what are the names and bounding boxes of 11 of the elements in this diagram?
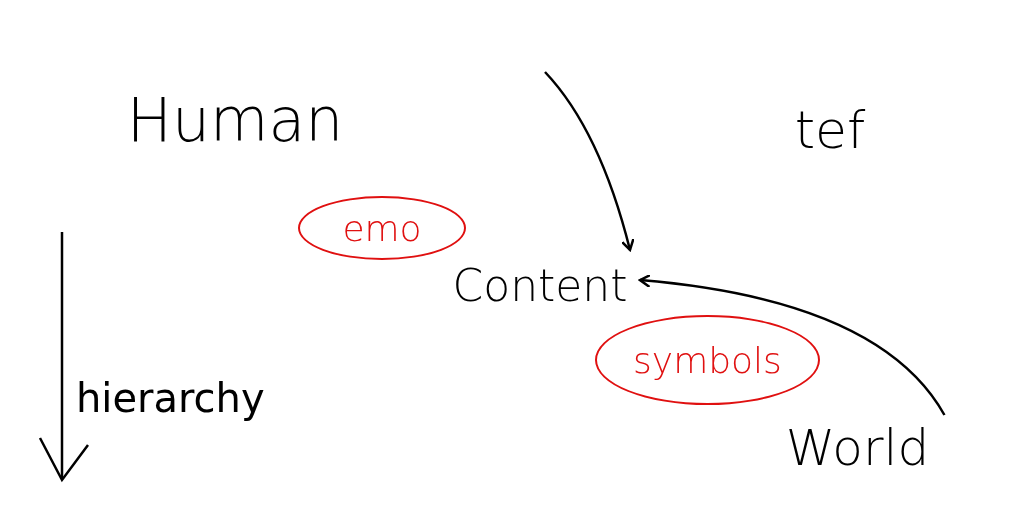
ellipse-node: [298, 196, 466, 260]
node-text: symbols: [633, 339, 782, 381]
ellipse-node: [595, 315, 820, 405]
node-text: World: [785, 418, 930, 477]
node-text: tef: [794, 100, 866, 160]
arrow: [544, 71, 635, 252]
node-text: emo: [342, 207, 422, 249]
node-text: Content: [452, 259, 628, 311]
axis-label: hierarchy: [76, 375, 265, 421]
arrow: [638, 273, 946, 416]
node-text: Human: [126, 85, 344, 155]
